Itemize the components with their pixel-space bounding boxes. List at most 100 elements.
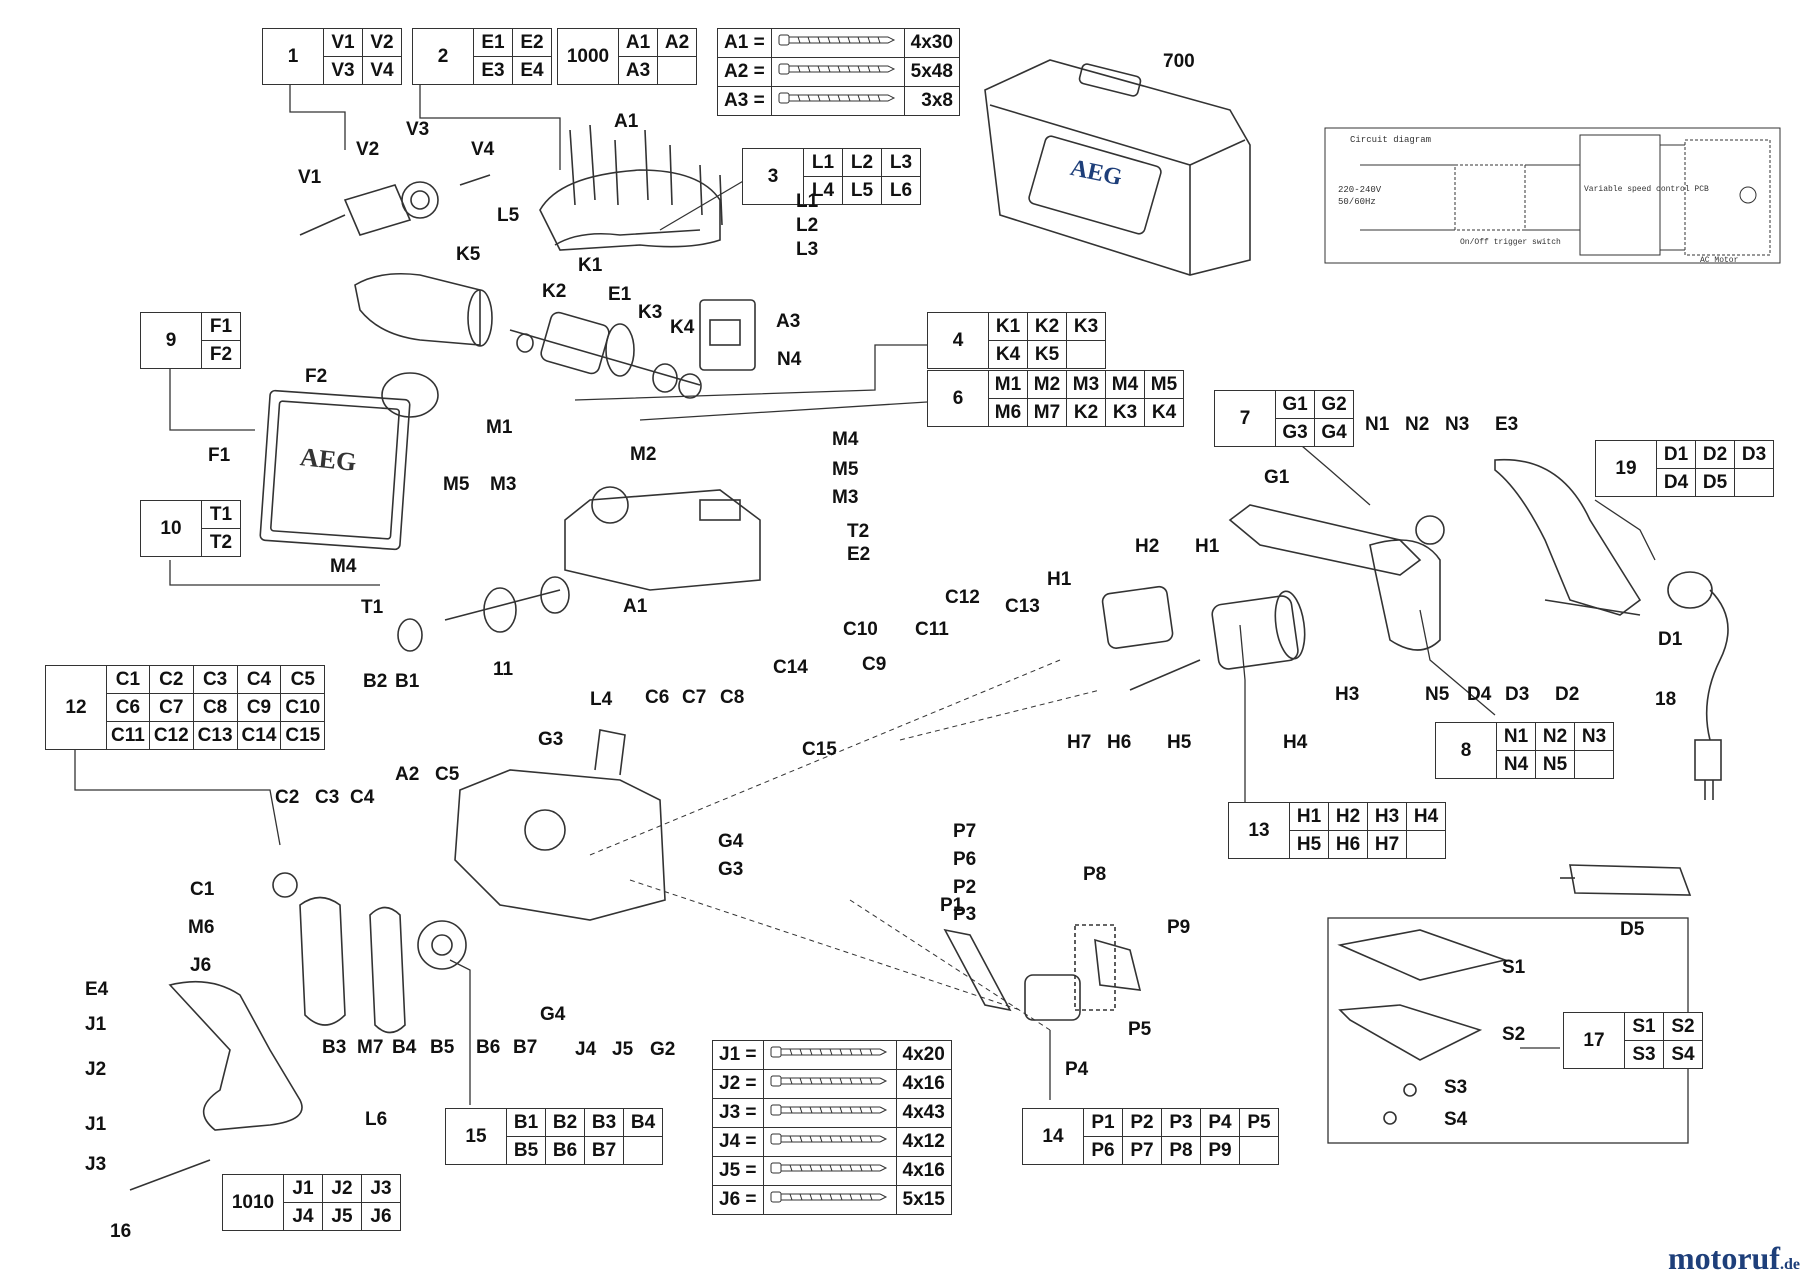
part-label: P2: [953, 877, 977, 898]
group-part-code: J2: [322, 1174, 362, 1203]
group-part-code: D5: [1695, 468, 1735, 497]
group-part-code: P2: [1122, 1108, 1162, 1137]
group-part-code: L3: [881, 148, 921, 177]
part-label: 11: [493, 659, 514, 680]
group-part-code: L4: [803, 176, 843, 205]
group-part-code: [1406, 830, 1446, 859]
group-part-code: N4: [1496, 750, 1536, 779]
group-part-code: C15: [280, 721, 326, 750]
circuit-voltage: 220-240V: [1338, 185, 1382, 195]
part-label: T2: [847, 521, 870, 542]
group-part-code: C7: [148, 693, 194, 722]
group-part-code: P9: [1200, 1136, 1240, 1165]
part-label: H1: [1047, 569, 1072, 590]
part-label: M7: [357, 1037, 384, 1058]
group-part-code: P3: [1161, 1108, 1201, 1137]
group-part-code: C13: [192, 721, 238, 750]
group-part-code: H3: [1367, 802, 1407, 831]
group-part-code: J4: [283, 1202, 323, 1231]
rear-handle-art: [1415, 458, 1642, 616]
group-number: 14: [1022, 1108, 1084, 1165]
part-label: H7: [1067, 732, 1092, 753]
group-part-code: K2: [1066, 398, 1106, 427]
screw-size: 4x30: [903, 28, 960, 58]
part-label: C2: [275, 787, 300, 808]
group-part-code: [1574, 750, 1614, 779]
front-gearcase-art: [454, 729, 666, 921]
part-label: C3: [315, 787, 340, 808]
group-part-code: K3: [1105, 398, 1145, 427]
part-label: N1: [1365, 414, 1390, 435]
group-part-code: B7: [584, 1136, 624, 1165]
part-label: F1: [208, 445, 231, 466]
group-part-code: C8: [192, 693, 238, 722]
group-part-code: V1: [323, 28, 363, 57]
carrying-case-art: [984, 59, 1251, 276]
part-label: B4: [392, 1037, 417, 1058]
screw-icon: [762, 1185, 897, 1215]
group-part-code: N1: [1496, 722, 1536, 751]
circuit-title: Circuit diagram: [1350, 135, 1432, 145]
group-part-code: [623, 1136, 663, 1165]
group-part-code: M4: [1105, 370, 1145, 399]
stator-art: [354, 272, 493, 347]
group-part-code: D2: [1695, 440, 1735, 469]
group-part-code: H2: [1328, 802, 1368, 831]
group-part-code: C2: [148, 665, 194, 694]
part-label: F2: [305, 366, 328, 387]
group-number: 4: [927, 312, 989, 369]
group-part-code: C1: [106, 665, 150, 694]
screw-icon: [770, 1046, 887, 1058]
group-part-code: S3: [1624, 1040, 1664, 1069]
screw-icon: [762, 1069, 897, 1099]
group-number: 19: [1595, 440, 1657, 497]
motor-cover-art: [539, 124, 723, 251]
part-label: C15: [802, 739, 837, 760]
part-label: C5: [435, 764, 460, 785]
part-label: N3: [1445, 414, 1470, 435]
part-label: H1: [1195, 536, 1220, 557]
part-label: J2: [85, 1059, 107, 1080]
part-label: G4: [540, 1004, 566, 1025]
group-part-code: K5: [1027, 340, 1067, 369]
part-label: J5: [612, 1039, 634, 1060]
screw-size: 4x20: [895, 1040, 952, 1070]
part-label: P5: [1128, 1019, 1152, 1040]
group-part-code: C4: [236, 665, 282, 694]
part-label: H3: [1335, 684, 1360, 705]
group-part-code: L1: [803, 148, 843, 177]
circuit-diagram-art: [1324, 127, 1781, 264]
group-number: 9: [140, 312, 202, 369]
part-label: E3: [1495, 414, 1519, 435]
group-part-code: V4: [362, 56, 402, 85]
group-part-code: H7: [1367, 830, 1407, 859]
screw-icon: [770, 1191, 887, 1203]
part-label: P9: [1167, 917, 1191, 938]
group-part-code: P5: [1239, 1108, 1279, 1137]
screw-size: 5x48: [903, 57, 960, 87]
part-label: 16: [110, 1221, 132, 1242]
nameplate-art: [259, 372, 439, 551]
part-label: C1: [190, 879, 215, 900]
part-label: D1: [1658, 629, 1683, 650]
screw-icon: [770, 86, 905, 116]
part-label: N4: [777, 349, 802, 370]
part-label: L6: [365, 1109, 388, 1130]
part-label: A1: [614, 111, 639, 132]
part-label: M5: [832, 459, 859, 480]
part-label: D4: [1467, 684, 1492, 705]
group-part-code: P7: [1122, 1136, 1162, 1165]
blade-guard-art: [1560, 864, 1692, 896]
group-part-code: B2: [545, 1108, 585, 1137]
part-label: P1: [940, 895, 964, 916]
group-part-code: B6: [545, 1136, 585, 1165]
group-part-code: S1: [1624, 1012, 1664, 1041]
part-label: N2: [1405, 414, 1430, 435]
group-part-code: L5: [842, 176, 882, 205]
part-label: S4: [1444, 1109, 1468, 1130]
